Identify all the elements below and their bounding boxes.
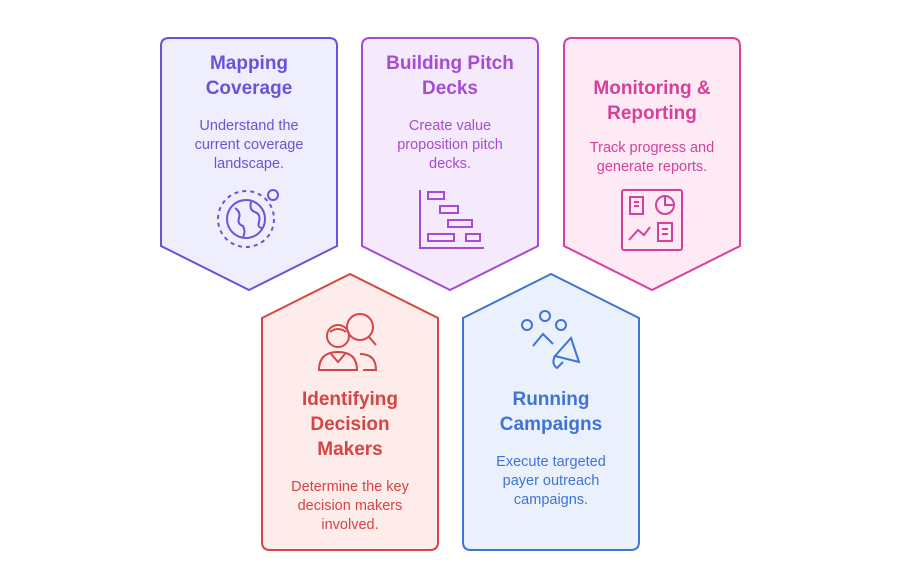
card-title: Monitoring & Reporting <box>593 78 711 124</box>
card-shape <box>462 272 640 551</box>
card-identifying-decision-makers: Identifying Decision Makers Determine th… <box>261 272 439 551</box>
card-monitoring-reporting: Monitoring & Reporting Track progress an… <box>563 37 741 292</box>
globe-icon <box>217 189 279 248</box>
gantt-chart-icon <box>419 190 484 249</box>
card-title: Running Campaigns <box>499 389 603 435</box>
dashboard-icon <box>621 189 683 251</box>
card-building-pitch-decks: Building Pitch Decks Create value propos… <box>361 37 539 292</box>
card-shape <box>160 37 338 292</box>
card-description: Execute targeted payer outreach campaign… <box>496 454 606 508</box>
card-description: Determine the key decision makers involv… <box>291 479 409 533</box>
card-mapping-coverage: Mapping Coverage Understand the current … <box>160 37 338 292</box>
people-search-icon <box>317 313 378 371</box>
card-description: Understand the current coverage landscap… <box>194 118 304 172</box>
card-running-campaigns: Running Campaigns Execute targeted payer… <box>462 272 640 551</box>
card-shape <box>261 272 439 551</box>
card-description: Track progress and generate reports. <box>589 140 715 175</box>
card-title: Building Pitch Decks <box>386 53 514 99</box>
card-title: Mapping Coverage <box>205 53 293 99</box>
card-shape <box>563 37 741 292</box>
card-shape <box>361 37 539 292</box>
megaphone-icon <box>521 310 581 370</box>
card-title: Identifying Decision Makers <box>301 389 399 460</box>
card-description: Create value proposition pitch decks. <box>397 118 503 172</box>
